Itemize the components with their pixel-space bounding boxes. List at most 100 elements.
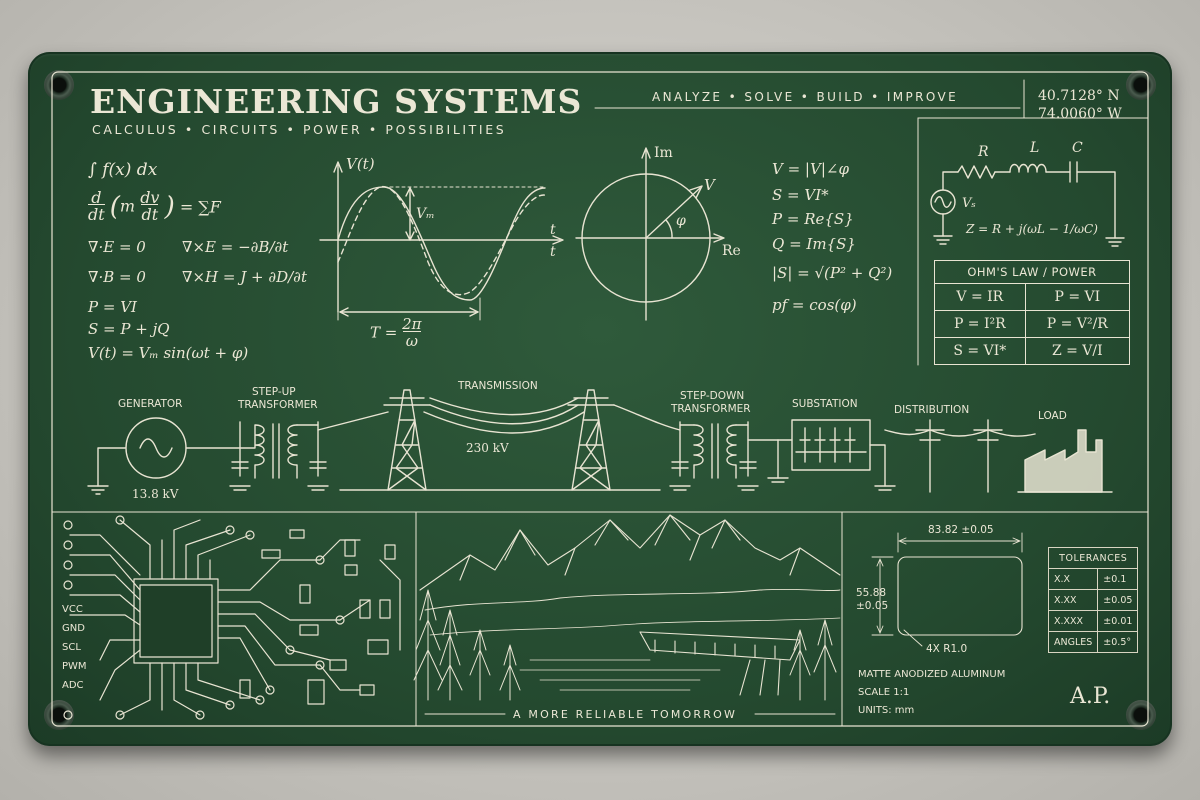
inductor-icon [1009, 163, 1047, 173]
phasor-eq-6: pf = cos(φ) [772, 296, 857, 314]
generator-voltage: 13.8 kV [132, 487, 179, 501]
mount-hole-bottom-right [1126, 700, 1156, 730]
technical-drawing [871, 532, 1023, 647]
integral-equation: ∫ f(x) dx [88, 160, 158, 180]
phasor-eq-1: V = |V|∠φ [772, 160, 849, 178]
mount-hole-top-right [1126, 70, 1156, 100]
tolerances-table: TOLERANCES X.X±0.1 X.XX±0.05 X.XXX±0.01 … [1047, 547, 1139, 653]
factory-icon [1017, 429, 1113, 493]
ohms-cell: P = V²/R [1024, 310, 1131, 338]
distribution-label: DISTRIBUTION [894, 404, 970, 416]
tolerance-cell: ±0.05 [1097, 589, 1139, 611]
maxwell-faraday: ∇×E = −∂B/∂t [182, 238, 289, 256]
inner-border [51, 71, 1149, 727]
mount-hole-top-left [44, 70, 74, 100]
sine-equation: V(t) = Vₘ sin(ωt + φ) [88, 344, 249, 362]
pcb-traces [63, 515, 401, 720]
phasor-eq-2: S = VI* [772, 186, 829, 204]
pylon-icon [383, 389, 431, 491]
dimension-height-1: 55.88 [856, 587, 887, 599]
engraved-plate [28, 52, 1172, 746]
tolerance-cell: X.XX [1047, 589, 1099, 611]
pin-label: SCL [62, 642, 81, 653]
complex-power-equation: S = P + jQ [88, 320, 170, 338]
tolerance-cell: ANGLES [1047, 631, 1099, 653]
tolerances-title: TOLERANCES [1047, 547, 1139, 569]
phasor-phi-label: φ [676, 213, 686, 229]
waveform-t-label-2: t [550, 244, 556, 260]
step-up-label-1: STEP-UP [252, 386, 296, 398]
pin-label: VCC [62, 604, 83, 615]
pin-label: PWM [62, 661, 87, 672]
substation-label: SUBSTATION [792, 398, 858, 410]
dimension-height-2: ±0.05 [856, 600, 889, 612]
maxwell-gauss-e: ∇·E = 0 [88, 238, 146, 256]
tolerance-cell: X.X [1047, 568, 1099, 590]
power-equation: P = VI [88, 298, 137, 316]
resistor-icon [957, 165, 996, 179]
rlc-r-label: R [978, 144, 989, 160]
step-up-label-2: TRANSFORMER [238, 399, 318, 411]
maxwell-gauss-b: ∇·B = 0 [88, 268, 146, 286]
material-label: MATTE ANODIZED ALUMINUM [858, 669, 1006, 680]
coord-latitude: 40.7128° N [1038, 88, 1120, 104]
transmission-voltage: 230 kV [466, 441, 509, 455]
waveform-amplitude: Vₘ [416, 206, 435, 222]
rlc-l-label: L [1030, 140, 1040, 156]
ohms-cell: P = VI [1024, 283, 1131, 311]
phasor-eq-3: P = Re{S} [772, 210, 854, 228]
phasor-eq-5: |S| = √(P² + Q²) [772, 264, 893, 282]
tolerance-cell: ±0.5° [1097, 631, 1139, 653]
landscape-caption: A MORE RELIABLE TOMORROW [513, 708, 738, 721]
ohms-cell: V = IR [934, 283, 1026, 311]
trees [413, 589, 837, 701]
mount-hole-bottom-left [44, 700, 74, 730]
phasor-v-label: V [704, 176, 715, 194]
phasor-eq-4: Q = Im{S} [772, 235, 856, 253]
dam-icon [639, 631, 801, 696]
phasor-im-label: Im [654, 145, 673, 161]
phasor-re-label: Re [722, 243, 741, 259]
rlc-c-label: C [1072, 140, 1083, 156]
period-lhs: T = [370, 323, 398, 342]
dimension-width: 83.82 ±0.05 [928, 524, 994, 536]
page-title: ENGINEERING SYSTEMS [90, 82, 583, 121]
waveform-ylabel: V(t) [346, 155, 375, 173]
step-down-label-2: TRANSFORMER [671, 403, 751, 415]
ohms-cell: Z = V/I [1024, 337, 1131, 365]
pin-label: ADC [62, 680, 84, 691]
page-subtitle: CALCULUS • CIRCUITS • POWER • POSSIBILIT… [92, 122, 507, 137]
ohms-cell: P = I²R [934, 310, 1026, 338]
step-down-transformer-icon [669, 421, 759, 491]
rlc-vs-label: Vₛ [962, 196, 976, 211]
waveform-graph [319, 161, 564, 321]
power-grid-chain [87, 389, 1113, 495]
scale-label: SCALE 1:1 [858, 687, 910, 698]
maker-initials: A.P. [1070, 684, 1111, 709]
step-down-label-1: STEP-DOWN [680, 390, 745, 402]
period-denominator: ω [402, 330, 421, 350]
pin-label: GND [62, 623, 85, 634]
transmission-label: TRANSMISSION [458, 380, 538, 392]
period-numerator: 2π [402, 315, 422, 333]
rlc-circuit [930, 161, 1125, 247]
mountains-icon [419, 514, 841, 636]
generator-label: GENERATOR [118, 398, 183, 410]
chip-icon [139, 584, 213, 658]
maxwell-ampere: ∇×H = J + ∂D/∂t [182, 268, 307, 286]
distribution-pole-icon [884, 419, 1036, 493]
phasor-diagram [575, 147, 725, 321]
ohms-table-title: OHM'S LAW / POWER [934, 260, 1130, 284]
tolerance-cell: ±0.01 [1097, 610, 1139, 632]
newton-rhs: = ∑F [179, 197, 221, 217]
substation-icon [791, 419, 871, 471]
ohms-cell: S = VI* [934, 337, 1026, 365]
tolerance-cell: X.XXX [1047, 610, 1099, 632]
pylon-icon [567, 389, 615, 491]
lake [519, 659, 721, 691]
corner-radius: 4X R1.0 [926, 643, 968, 655]
impedance-equation: Z = R + j(ωL − 1/ωC) [966, 222, 1098, 236]
